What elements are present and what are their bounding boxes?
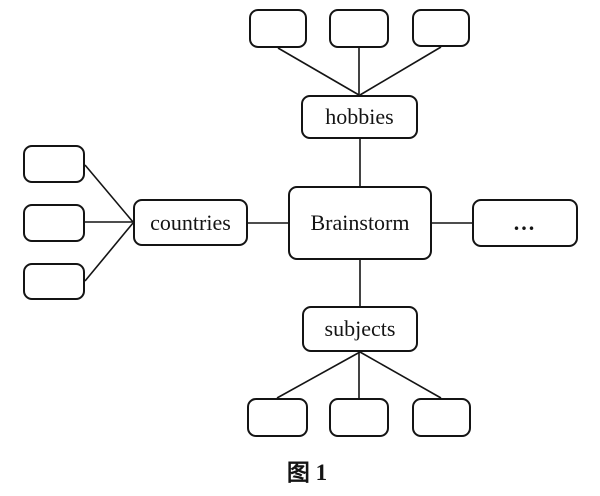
figure-caption: 图 1 — [286, 460, 328, 485]
line-topchild1-hobbies — [277, 47, 360, 96]
line-leftchild1-countries — [84, 164, 134, 223]
empty-node-top-1 — [249, 9, 307, 48]
line-subjects-bottomchild3 — [359, 351, 442, 399]
countries-node: countries — [133, 199, 248, 246]
empty-node-bottom-2 — [329, 398, 389, 437]
line-topchild3-hobbies — [359, 46, 442, 96]
empty-node-bottom-1 — [247, 398, 308, 437]
subjects-node: subjects — [302, 306, 418, 352]
ellipsis-node: ... — [472, 199, 578, 247]
empty-node-top-3 — [412, 9, 470, 47]
hobbies-node: hobbies — [301, 95, 418, 139]
empty-node-bottom-3 — [412, 398, 471, 437]
line-subjects-bottomchild1 — [276, 351, 361, 399]
empty-node-left-2 — [23, 204, 85, 242]
empty-node-left-3 — [23, 263, 85, 300]
line-leftchild3-countries — [84, 222, 134, 282]
empty-node-left-1 — [23, 145, 85, 183]
center-brainstorm-node: Brainstorm — [288, 186, 432, 260]
connector-line-group — [84, 46, 472, 399]
empty-node-top-2 — [329, 9, 389, 48]
